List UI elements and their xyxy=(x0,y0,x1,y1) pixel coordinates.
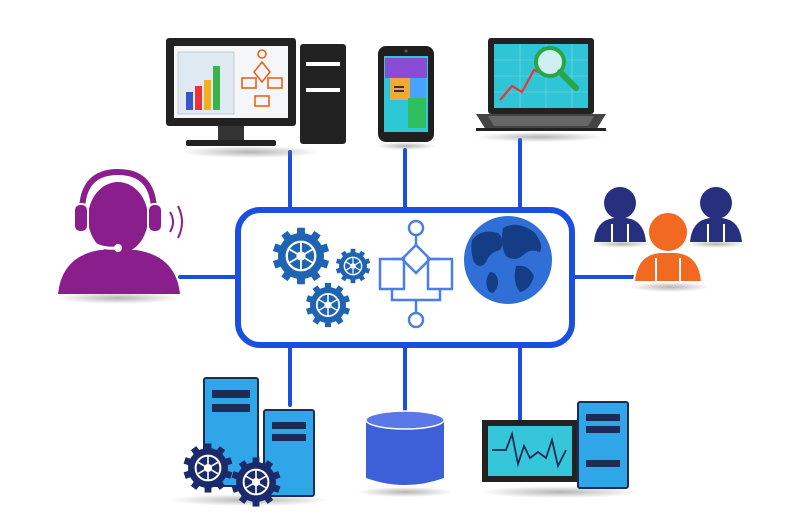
gear-hub xyxy=(324,301,332,309)
gear-tooth xyxy=(215,446,226,457)
server-gears-icon xyxy=(170,377,330,507)
gear-tooth xyxy=(297,275,305,285)
gear-tooth xyxy=(190,446,201,457)
gear xyxy=(231,457,281,507)
gear-tooth xyxy=(183,457,193,466)
gear-tooth xyxy=(297,227,305,237)
gears-icon xyxy=(272,227,371,328)
gear-tooth xyxy=(272,243,284,254)
gear-tooth xyxy=(334,315,344,325)
gear-hub xyxy=(252,478,260,486)
gear-tooth xyxy=(363,258,371,265)
gear-tooth xyxy=(312,315,322,325)
gear-tooth xyxy=(306,295,315,304)
gear-tooth xyxy=(363,267,371,274)
gear-tooth xyxy=(252,457,260,466)
gear-hub xyxy=(296,251,306,261)
gear-tooth xyxy=(190,479,201,490)
gear-hub xyxy=(350,263,356,269)
gear xyxy=(306,282,350,328)
gear-tooth xyxy=(215,479,226,490)
gear-tooth xyxy=(358,250,366,258)
gear-tooth xyxy=(223,457,233,466)
gear-tooth xyxy=(309,230,321,243)
gear xyxy=(272,227,330,285)
gear-tooth xyxy=(335,258,343,265)
monitoring-server-icon xyxy=(480,401,640,498)
gear-tooth xyxy=(231,471,241,480)
gear-tooth xyxy=(281,230,293,243)
desktop-computer-icon xyxy=(166,38,346,158)
central-hub xyxy=(235,207,575,348)
gear-tooth xyxy=(238,460,249,471)
headset-agent-icon xyxy=(56,168,183,304)
gear-tooth xyxy=(271,471,281,480)
gear-tooth xyxy=(204,443,212,452)
gear-tooth xyxy=(340,250,348,258)
gear-tooth xyxy=(340,274,348,282)
gear-tooth xyxy=(318,243,330,254)
gear-hub xyxy=(204,464,212,472)
gear-tooth xyxy=(312,285,322,295)
mobile-phone-icon xyxy=(376,46,436,150)
gear-tooth xyxy=(341,295,350,304)
connector-lines xyxy=(178,138,642,422)
gear-tooth xyxy=(341,306,350,315)
gear-tooth xyxy=(334,285,344,295)
gear-tooth xyxy=(252,498,260,507)
gear-tooth xyxy=(263,460,274,471)
gear-tooth xyxy=(223,470,233,479)
database-icon xyxy=(357,410,453,497)
gear-tooth xyxy=(318,258,330,269)
gear-tooth xyxy=(350,277,356,284)
gear-tooth xyxy=(271,484,281,493)
gear-tooth xyxy=(183,470,193,479)
laptop-analytics-icon xyxy=(476,38,606,142)
globe-icon xyxy=(464,216,552,304)
gear-tooth xyxy=(281,269,293,282)
gear-tooth xyxy=(350,248,356,255)
gear-tooth xyxy=(309,269,321,282)
gear-tooth xyxy=(335,267,343,274)
gear-tooth xyxy=(358,274,366,282)
gear-tooth xyxy=(231,484,241,493)
gear-tooth xyxy=(272,258,284,269)
gear xyxy=(183,443,233,493)
gear-tooth xyxy=(238,493,249,504)
gear-ring xyxy=(315,292,341,318)
gear-tooth xyxy=(324,320,332,328)
gear-tooth xyxy=(263,493,274,504)
user-group-icon xyxy=(592,187,746,292)
gear-tooth xyxy=(204,484,212,493)
gear xyxy=(335,248,371,284)
flowchart-icon xyxy=(378,219,454,329)
gear-tooth xyxy=(324,282,332,290)
gear-tooth xyxy=(306,306,315,315)
